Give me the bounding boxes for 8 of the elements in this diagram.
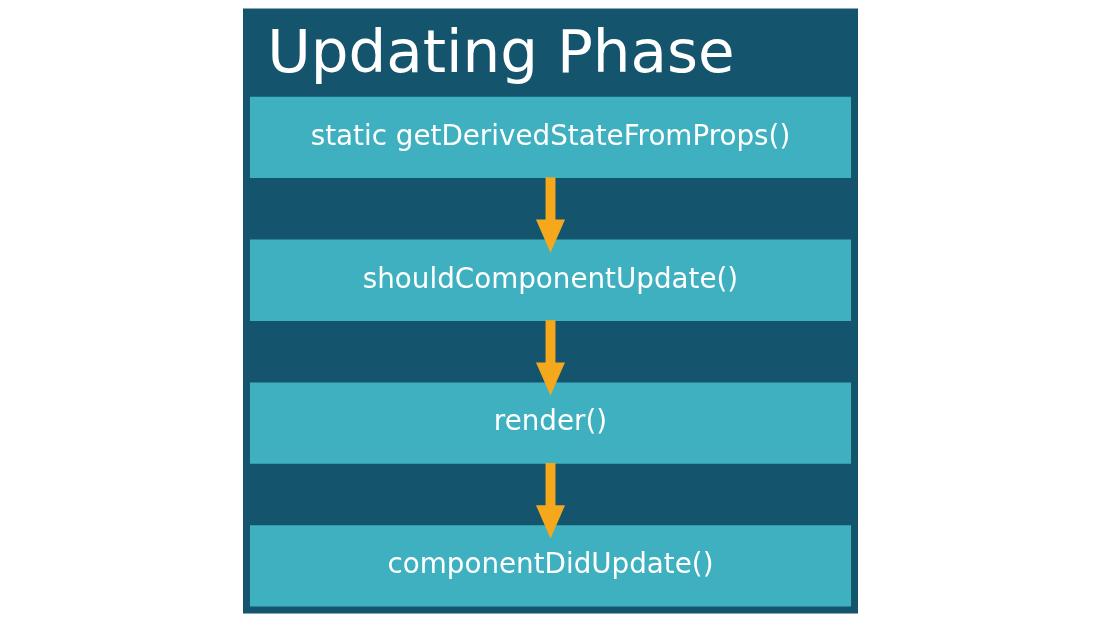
node-box: static getDerivedStateFromProps() [249,96,851,179]
node-box: render() [249,382,851,464]
node-box: componentDidUpdate() [249,525,851,607]
arrow [535,320,565,396]
arrow [535,463,565,539]
arrow [535,177,565,253]
node-box: shouldComponentUpdate() [249,239,851,321]
diagram-title: Updating Phase [266,16,735,86]
